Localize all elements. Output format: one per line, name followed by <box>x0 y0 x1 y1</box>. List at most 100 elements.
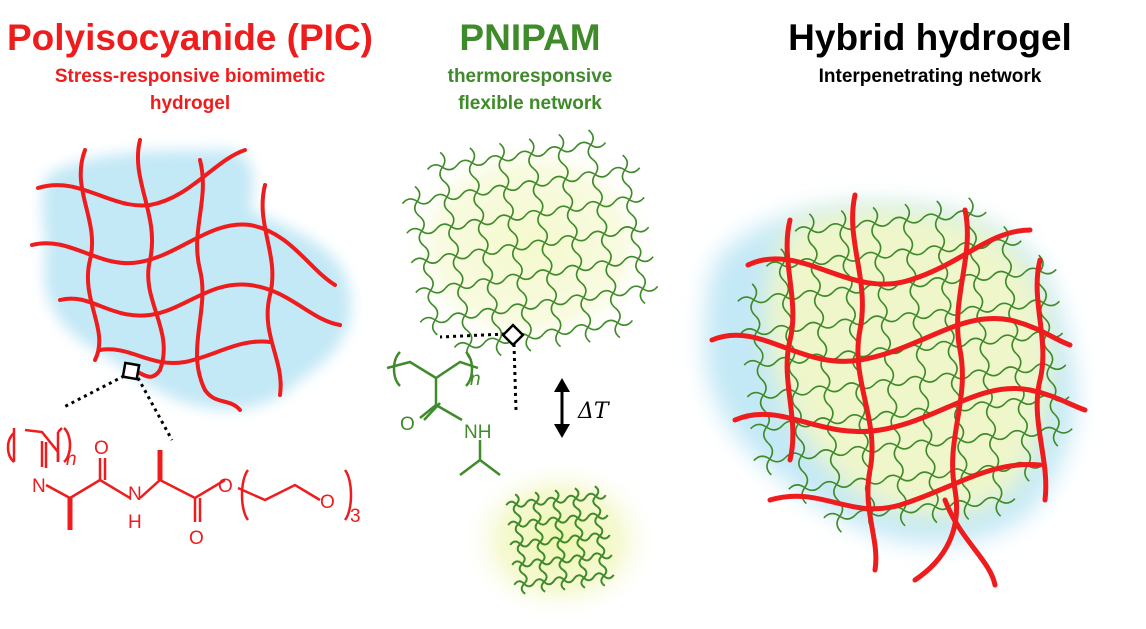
pnipam-chain-segment <box>511 231 519 263</box>
pnipam-chain-segment <box>794 407 802 441</box>
pic-chem-n: n <box>66 449 77 470</box>
pnipam-chain-segment <box>556 529 564 551</box>
pnipam-collapsed-chains <box>505 485 615 595</box>
pnipam-chain-segment <box>944 295 952 329</box>
hybrid-subtitle: Interpenetrating network <box>818 66 1042 87</box>
pnipam-chain-segment <box>572 487 580 509</box>
pnipam-chain-segment <box>532 167 540 199</box>
pnipam-chain-segment <box>443 181 451 213</box>
pic-zoom-marker <box>61 361 174 441</box>
pnipam-chains <box>401 129 659 361</box>
pnipam-chain-segment <box>941 264 949 298</box>
pnipam-chain-segment <box>576 527 584 549</box>
pnipam-chain-segment <box>555 316 562 348</box>
hybrid-title: Hybrid hydrogel <box>788 17 1072 58</box>
pic-chem-o2: O <box>189 528 204 549</box>
pnipam-chain-segment <box>950 359 958 393</box>
pnipam-chain-segment <box>566 193 574 225</box>
pnipam-chain-segment <box>938 232 946 266</box>
pnipam-chain-segment <box>750 283 758 317</box>
pnipam-chain-segment <box>600 218 608 250</box>
pnipam-chain-segment <box>574 507 582 529</box>
pnipam-chem-n: n <box>470 369 481 390</box>
pic-chem-o3: O <box>218 476 233 497</box>
pnipam-subtitle: thermoresponsive flexible network <box>400 63 660 117</box>
pnipam-chain-segment <box>995 483 1003 517</box>
pnipam-chem-nh: NH <box>464 422 491 443</box>
hybrid-pic-chains <box>709 192 1088 588</box>
pnipam-chain-segment <box>756 346 764 380</box>
pnipam-chain-segment <box>928 458 936 492</box>
pnipam-chain-segment <box>753 315 761 349</box>
pnipam-chain-segment <box>507 202 514 234</box>
pnipam-chain-segment <box>630 213 638 245</box>
pnipam-chain-segment <box>1001 225 1009 259</box>
pnipam-chain-segment <box>912 299 920 333</box>
pnipam-chain-segment <box>537 197 544 229</box>
hybrid-gel-yellow <box>766 207 1052 517</box>
pnipam-chain-segment <box>817 308 825 342</box>
pnipam-chain-segment <box>528 138 535 170</box>
delta-t-arrow: ΔT <box>554 378 611 438</box>
pic-subtitle-line1: Stress-responsive biomimetic <box>54 66 326 87</box>
pnipam-chain-segment <box>973 260 981 294</box>
pnipam-chain-segment <box>534 511 542 533</box>
pnipam-chain-segment <box>605 247 612 279</box>
pnipam-chain-segment <box>1011 321 1019 355</box>
pnipam-chain-segment <box>495 325 503 357</box>
pic-subtitle-line2: hydrogel <box>149 93 231 114</box>
pnipam-title: PNIPAM <box>459 17 601 58</box>
pnipam-chain-segment <box>516 533 524 555</box>
pnipam-chain-segment <box>584 311 592 343</box>
pnipam-chain-segment <box>906 235 914 269</box>
delta-t-label: ΔT <box>577 399 611 424</box>
pnipam-chain-segment <box>571 222 578 254</box>
pnipam-chain-segment <box>525 320 532 352</box>
pnipam-chain-segment <box>512 493 520 515</box>
pnipam-chain-segment <box>899 493 907 527</box>
pnipam-subtitle-line2: flexible network <box>458 93 602 114</box>
pic-chem-o4: O <box>320 492 335 513</box>
pnipam-chain-segment <box>541 227 549 259</box>
pnipam-chain-segment <box>1014 353 1022 387</box>
pnipam-chain-segment <box>861 432 869 466</box>
pic-chem-three: 3 <box>350 506 361 527</box>
pnipam-chain-segment <box>422 245 430 277</box>
pnipam-chain-segment <box>461 300 469 331</box>
pnipam-chain-segment <box>532 491 540 513</box>
pnipam-chain-segment <box>502 172 510 204</box>
pnipam-chain-segment <box>427 274 434 306</box>
pnipam-chain-segment <box>759 378 767 412</box>
pnipam-chain-segment <box>903 203 911 237</box>
pnipam-chain-segment <box>963 486 971 520</box>
pnipam-chain-segment <box>514 513 522 535</box>
pnipam-chain-segment <box>491 295 498 327</box>
pnipam-chain-segment <box>562 163 569 195</box>
pnipam-chain-segment <box>578 547 586 569</box>
pnipam-chain-segment <box>801 471 809 505</box>
pic-subtitle: Stress-responsive biomimetic hydrogel <box>0 63 380 117</box>
pnipam-chain-segment <box>457 270 464 302</box>
pic-chem-labels: n N O N H O O O 3 <box>32 438 361 549</box>
pnipam-chain-segment <box>414 185 421 217</box>
pnipam-chain-segment <box>550 286 558 318</box>
pnipam-chain-segment <box>540 571 548 593</box>
pnipam-chain-segment <box>829 436 837 470</box>
pnipam-chain-segment <box>982 356 990 390</box>
pic-chem-nh-h: H <box>128 512 142 533</box>
pnipam-chain-segment <box>823 372 831 406</box>
pnipam-chain-segment <box>813 276 821 310</box>
pnipam-chain-segment <box>1052 413 1060 447</box>
pnipam-chain-segment <box>538 551 546 573</box>
pnipam-chem-labels: n O NH <box>400 369 491 443</box>
pnipam-chain-segment <box>858 401 866 435</box>
pnipam-chem-o: O <box>400 414 415 435</box>
pnipam-chain-segment <box>874 238 882 272</box>
pnipam-chain-segment <box>452 240 460 272</box>
pnipam-chain-segment <box>807 213 815 247</box>
pnipam-chain-segment <box>575 252 583 284</box>
pnipam-chain-segment <box>591 159 599 190</box>
pnipam-chain-segment <box>557 133 565 165</box>
pic-network <box>30 138 351 412</box>
